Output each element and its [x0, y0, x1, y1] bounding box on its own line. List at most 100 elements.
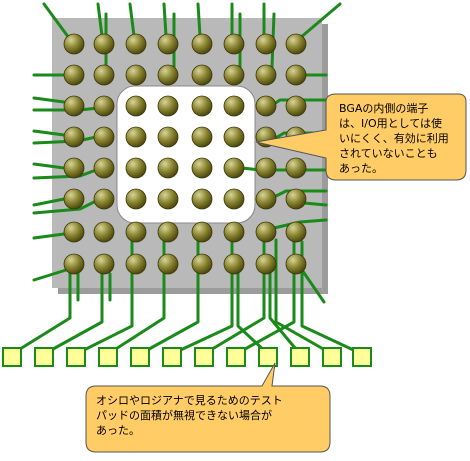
solder-ball-icon	[93, 126, 115, 148]
callout-test-pads-shape	[85, 362, 331, 453]
solder-ball-icon	[157, 221, 179, 243]
solder-ball-icon	[223, 188, 245, 210]
test-pad-icon	[66, 347, 86, 367]
solder-ball-icon	[285, 253, 307, 275]
solder-ball-icon	[125, 64, 147, 86]
solder-ball-icon	[63, 157, 85, 179]
solder-ball-icon	[93, 64, 115, 86]
test-pad-icon	[322, 347, 342, 367]
inner-area	[116, 85, 256, 224]
solder-ball-icon	[285, 188, 307, 210]
callout-inner-balls-text: BGAの内側の端子 は、I/O用としては使 いにくく、有効に利用 されていないこ…	[339, 102, 449, 175]
solder-ball-icon	[223, 157, 245, 179]
solder-ball-icon	[63, 221, 85, 243]
solder-ball-icon	[63, 33, 85, 55]
test-pad-icon	[162, 347, 182, 367]
solder-ball-icon	[255, 33, 277, 55]
solder-ball-icon	[191, 188, 213, 210]
trace-top-4	[196, 2, 202, 38]
solder-ball-icon	[157, 64, 179, 86]
solder-ball-icon	[63, 64, 85, 86]
solder-ball-icon	[93, 33, 115, 55]
solder-ball-icon	[285, 95, 307, 117]
solder-ball-icon	[125, 188, 147, 210]
test-pad-icon	[258, 347, 278, 367]
trace-bottom-0	[10, 270, 72, 356]
solder-ball-icon	[191, 157, 213, 179]
solder-ball-icon	[125, 253, 147, 275]
solder-ball-icon	[255, 157, 277, 179]
solder-ball-icon	[157, 188, 179, 210]
solder-ball-icon	[285, 33, 307, 55]
solder-ball-icon	[191, 33, 213, 55]
test-pad-icon	[130, 347, 150, 367]
solder-ball-icon	[125, 126, 147, 148]
trace-right-5a	[272, 189, 328, 199]
trace-right-7	[300, 268, 326, 304]
callout-test-pads-text: オシロやロジアナで見るためのテスト パッドの面積が無視できない場合が あった。	[96, 394, 283, 437]
solder-ball-icon	[223, 95, 245, 117]
trace-bottom-10	[274, 238, 334, 356]
solder-ball-icon	[255, 95, 277, 117]
solder-ball-icon	[191, 95, 213, 117]
solder-ball-icon	[125, 157, 147, 179]
trace-bottom-9	[268, 270, 302, 356]
solder-ball-icon	[285, 157, 307, 179]
trace-left-3a	[32, 129, 66, 137]
trace-group	[10, 2, 364, 356]
solder-ball-icon	[223, 253, 245, 275]
test-pad-icon	[290, 347, 310, 367]
solder-ball-icon	[223, 126, 245, 148]
solder-ball-icon	[255, 253, 277, 275]
trace-right-2a	[272, 98, 328, 106]
trace-left-5a	[32, 197, 66, 207]
solder-ball-icon	[93, 221, 115, 243]
test-pad-icon	[194, 347, 214, 367]
solder-ball-icon	[255, 64, 277, 86]
trace-top-2	[128, 2, 136, 38]
solder-ball-icon	[63, 95, 85, 117]
test-pad-icon	[352, 347, 372, 367]
trace-right-6a	[272, 218, 328, 230]
test-pad-icon	[226, 347, 246, 367]
solder-ball-icon	[93, 253, 115, 275]
solder-ball-icon	[255, 188, 277, 210]
trace-bottom-8	[236, 270, 270, 356]
solder-ball-icon	[223, 33, 245, 55]
solder-ball-icon	[157, 157, 179, 179]
solder-ball-icon	[255, 221, 277, 243]
solder-ball-icon	[157, 126, 179, 148]
trace-left-5b	[32, 199, 98, 215]
solder-ball-icon	[63, 253, 85, 275]
solder-ball-icon	[125, 33, 147, 55]
trace-bottom-1	[42, 270, 104, 356]
solder-ball-icon	[63, 126, 85, 148]
solder-ball-icon	[191, 221, 213, 243]
test-pad-icon	[34, 347, 54, 367]
solder-ball-icon	[157, 253, 179, 275]
solder-ball-icon	[93, 188, 115, 210]
solder-ball-icon	[157, 95, 179, 117]
solder-ball-icon	[93, 95, 115, 117]
solder-ball-icon	[63, 188, 85, 210]
solder-ball-icon	[191, 64, 213, 86]
trace-top-1	[96, 2, 104, 38]
callout-inner-balls-shape	[255, 93, 467, 181]
test-pad-group	[2, 347, 372, 367]
test-pad-icon	[2, 347, 22, 367]
trace-left-6	[32, 232, 66, 240]
solder-ball-icon	[157, 33, 179, 55]
trace-top-3	[162, 2, 168, 38]
solder-ball-icon	[285, 221, 307, 243]
test-pad-icon	[98, 347, 118, 367]
trace-right-5b	[302, 201, 328, 207]
solder-ball-icon	[191, 126, 213, 148]
solder-ball-icon	[223, 64, 245, 86]
trace-left-2a	[32, 96, 66, 104]
solder-ball-icon	[93, 157, 115, 179]
solder-ball-icon	[285, 64, 307, 86]
trace-left-4a	[32, 162, 66, 170]
solder-ball-icon	[223, 221, 245, 243]
